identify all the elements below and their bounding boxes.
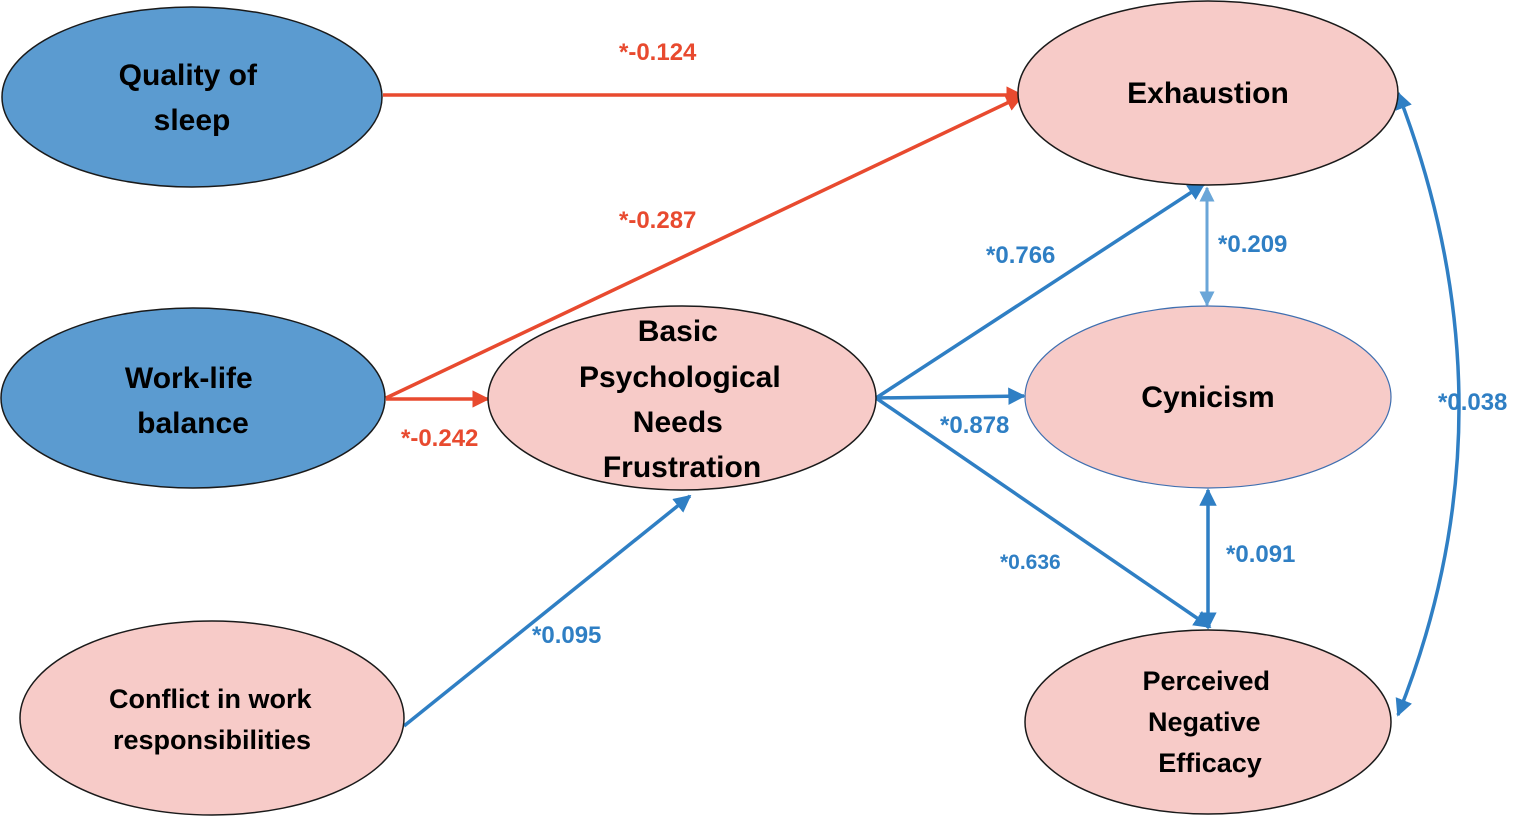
coef-exhaustion-cynicism: *0.209: [1218, 231, 1287, 258]
coef-worklife-bpnf: *-0.242: [401, 425, 478, 452]
node-label-line: Perceived: [1142, 666, 1270, 696]
node-label-line: Quality of: [119, 59, 258, 92]
path-exhaustion-efficacy: [1395, 91, 1461, 717]
node-bpnf: Basic Psychological Needs Frustration: [487, 305, 877, 491]
node-label-line: Basic: [638, 315, 718, 348]
svg-text:Work-life balance: Work-life balance: [125, 362, 261, 440]
node-label-line: Efficacy: [1158, 748, 1262, 778]
node-cynicism: Cynicism: [1024, 305, 1392, 489]
node-label-line: Cynicism: [1141, 381, 1274, 414]
node-label-line: Exhaustion: [1127, 77, 1289, 110]
node-conflict-in-work: Conflict in work responsibilities: [19, 620, 405, 816]
svg-text:Cynicism: Cynicism: [1141, 381, 1274, 414]
svg-text:Quality of sleep: Quality of sleep: [119, 59, 266, 137]
node-label-line: Conflict in work: [109, 684, 312, 714]
coef-conflict-bpnf: *0.095: [532, 622, 601, 649]
path-bpnf-to-efficacy: [875, 396, 1212, 629]
coef-bpnf-efficacy: *0.636: [1000, 551, 1061, 574]
coef-exhaustion-efficacy: *0.038: [1438, 389, 1507, 416]
node-label-line: Psychological: [579, 361, 781, 394]
coef-worklife-exhaustion: *-0.287: [619, 207, 696, 234]
path-conflict-to-bpnf: [402, 494, 692, 728]
node-negative-efficacy: Perceived Negative Efficacy: [1024, 629, 1392, 815]
coef-bpnf-exhaustion: *0.766: [986, 242, 1055, 269]
path-bpnf-to-cynicism: [875, 387, 1026, 405]
coef-sleep-exhaustion: *-0.124: [619, 39, 697, 66]
node-label-line: Work-life: [125, 362, 253, 395]
svg-text:Perceived Negative: Perceived Negative Efficacy: [1142, 666, 1277, 778]
node-label-line: sleep: [154, 104, 231, 137]
node-exhaustion: Exhaustion: [1017, 0, 1399, 186]
path-worklife-to-exhaustion: [385, 94, 1024, 400]
node-label-line: balance: [137, 407, 249, 440]
node-label-line: Needs: [633, 406, 723, 439]
path-bpnf-to-exhaustion: [875, 182, 1206, 400]
node-label-line: responsibilities: [113, 725, 311, 755]
node-work-life-balance: Work-life balance: [0, 307, 386, 489]
node-label-line: Frustration: [603, 451, 761, 484]
node-quality-of-sleep: Quality of sleep: [1, 6, 383, 188]
coef-bpnf-cynicism: *0.878: [940, 412, 1009, 439]
svg-text:Basic Psychological: Basic Psychological Needs Frustration: [579, 315, 789, 484]
node-label-line: Negative: [1148, 707, 1261, 737]
svg-text:Exhaustion: Exhaustion: [1127, 77, 1289, 110]
svg-text:Conflict in work respons: Conflict in work responsibilities: [109, 684, 319, 755]
coef-cynicism-efficacy: *0.091: [1226, 541, 1295, 568]
